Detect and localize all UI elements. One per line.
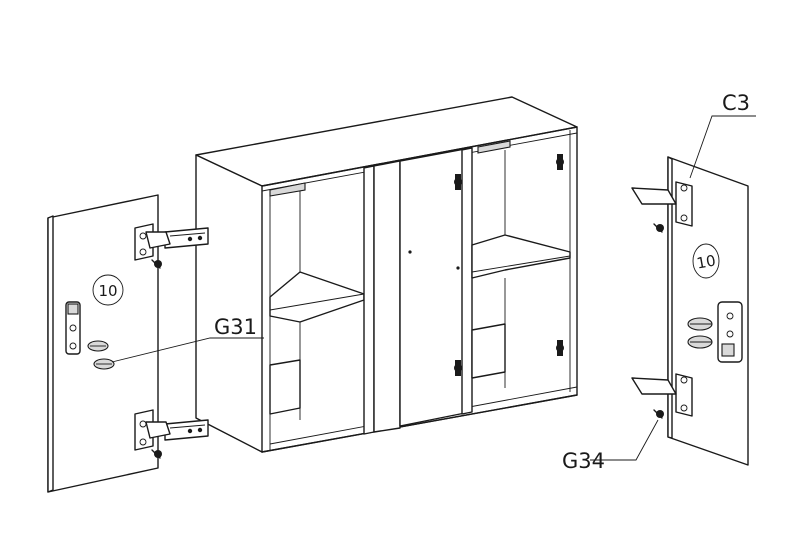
screw-icon xyxy=(653,409,664,419)
left-door-number: 10 xyxy=(98,282,117,300)
hinge-mark-icon xyxy=(454,360,462,376)
right-door-number: 10 xyxy=(695,251,717,272)
hinge-mark-icon xyxy=(556,340,564,356)
hinge-mark-icon xyxy=(454,174,462,190)
screw-icon xyxy=(687,335,713,349)
catch-icon xyxy=(65,301,81,355)
screw-icon xyxy=(151,259,162,269)
screw-icon xyxy=(87,340,109,352)
screw-icon xyxy=(653,223,664,233)
label-g31-text: G31 xyxy=(214,315,257,339)
screw-icon xyxy=(687,317,713,331)
label-g34: G34 xyxy=(562,419,659,473)
screw-icon xyxy=(93,358,115,370)
right-door: 10 xyxy=(631,156,749,466)
hinge-icon xyxy=(134,223,171,261)
hinge-mark-icon xyxy=(556,154,564,170)
hinge-icon xyxy=(631,181,693,227)
catch-icon xyxy=(717,301,743,363)
hinge-plate-icon xyxy=(164,227,209,249)
cabinet-body xyxy=(164,96,578,453)
left-door: 10 xyxy=(47,194,171,493)
screw-icon xyxy=(151,449,162,459)
label-g31: G31 xyxy=(111,315,264,363)
label-c3-text: C3 xyxy=(722,91,750,115)
label-c3: C3 xyxy=(689,91,756,179)
hinge-icon xyxy=(631,373,693,417)
hinge-icon xyxy=(134,409,171,451)
hinge-plate-icon xyxy=(164,419,209,441)
label-g34-text: G34 xyxy=(562,449,605,473)
